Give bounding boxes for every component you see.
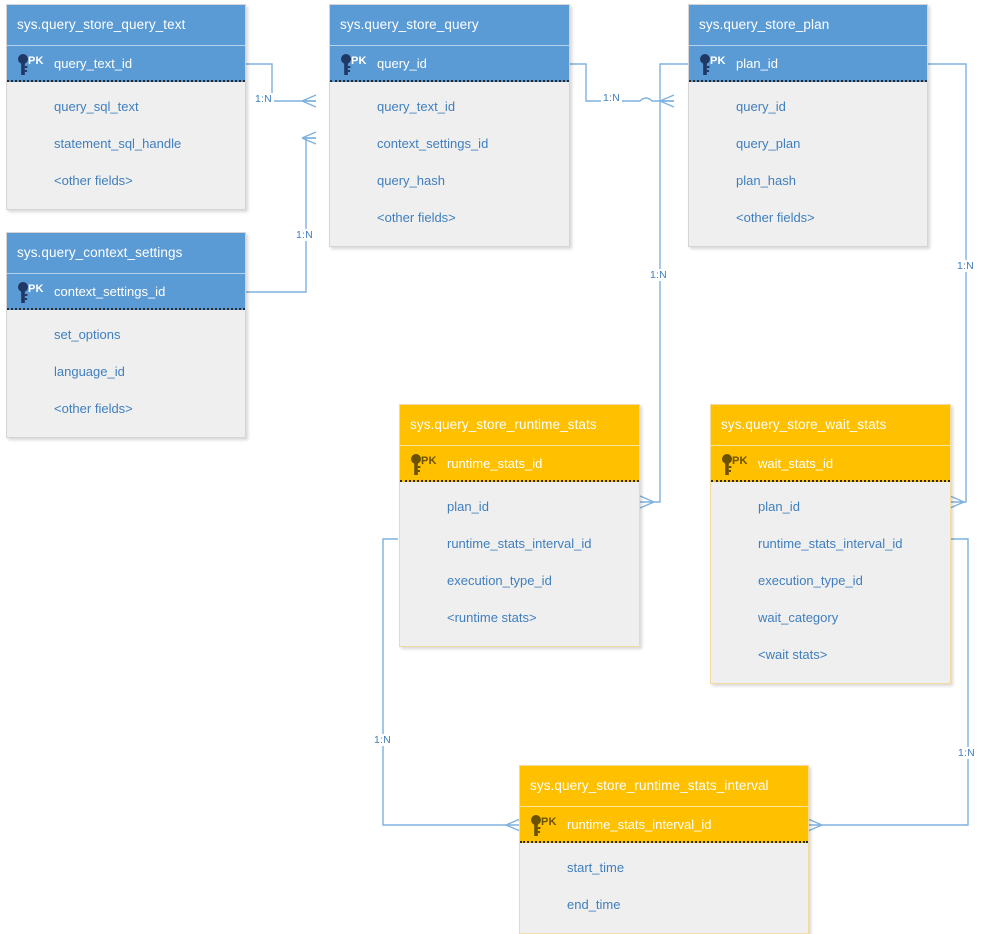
entity-title: sys.query_store_plan [689, 5, 927, 45]
entity-title: sys.query_store_runtime_stats [400, 405, 639, 445]
field-list: set_options language_id <other fields> [7, 310, 245, 437]
pk-field-name: context_settings_id [54, 284, 166, 299]
field-row: <other fields> [54, 401, 133, 416]
field-row: query_hash [377, 173, 445, 188]
field-row: context_settings_id [377, 136, 489, 151]
field-row: query_id [736, 99, 786, 114]
key-icon [411, 454, 421, 475]
field-row: <other fields> [377, 210, 456, 225]
entity-query-store-runtime-stats[interactable]: sys.query_store_runtime_stats PK runtime… [399, 404, 640, 647]
field-row: <runtime stats> [447, 610, 537, 625]
cardinality-label-plan-wait: 1:N [955, 260, 976, 272]
key-icon [722, 454, 732, 475]
field-row: query_text_id [377, 99, 456, 114]
entity-query-context-settings[interactable]: sys.query_context_settings PK context_se… [6, 232, 246, 438]
pk-field-name: plan_id [736, 56, 778, 71]
primary-key-row: PK runtime_stats_interval_id [520, 806, 808, 843]
key-icon [531, 815, 541, 836]
pk-field-name: query_text_id [54, 56, 133, 71]
entity-title: sys.query_store_wait_stats [711, 405, 950, 445]
field-row: language_id [54, 364, 125, 379]
field-row: plan_id [758, 499, 800, 514]
field-row: <other fields> [736, 210, 815, 225]
field-row: <other fields> [54, 173, 133, 188]
pk-field-name: runtime_stats_id [447, 456, 543, 471]
field-row: query_sql_text [54, 99, 139, 114]
cardinality-label-query-plan: 1:N [601, 92, 622, 104]
pk-label: PK [710, 55, 726, 67]
pk-label: PK [541, 816, 557, 828]
pk-label: PK [28, 283, 44, 295]
pk-label: PK [28, 55, 44, 67]
field-row: set_options [54, 327, 121, 342]
field-list: query_id query_plan plan_hash <other fie… [689, 82, 927, 246]
pk-label: PK [732, 455, 748, 467]
field-row: plan_hash [736, 173, 796, 188]
entity-query-store-query-text[interactable]: sys.query_store_query_text PK query_text… [6, 4, 246, 210]
cardinality-label-interval-wait: 1:N [956, 747, 977, 759]
entity-title: sys.query_context_settings [7, 233, 245, 273]
entity-query-store-wait-stats[interactable]: sys.query_store_wait_stats PK wait_stats… [710, 404, 951, 684]
primary-key-row: PK query_text_id [7, 45, 245, 82]
primary-key-row: PK plan_id [689, 45, 927, 82]
field-row: statement_sql_handle [54, 136, 182, 151]
cardinality-label-ctx-query: 1:N [294, 229, 315, 241]
primary-key-row: PK wait_stats_id [711, 445, 950, 482]
field-row: query_plan [736, 136, 801, 151]
field-row: execution_type_id [758, 573, 863, 588]
entity-title: sys.query_store_runtime_stats_interval [520, 766, 808, 806]
entity-query-store-plan[interactable]: sys.query_store_plan PK plan_id query_id… [688, 4, 928, 247]
key-icon [18, 282, 28, 303]
cardinality-label-interval-runtime: 1:N [372, 734, 393, 746]
field-list: plan_id runtime_stats_interval_id execut… [400, 482, 639, 646]
pk-field-name: runtime_stats_interval_id [567, 817, 712, 832]
field-row: wait_category [758, 610, 839, 625]
pk-label: PK [351, 55, 367, 67]
primary-key-row: PK runtime_stats_id [400, 445, 639, 482]
primary-key-row: PK context_settings_id [7, 273, 245, 310]
field-row: end_time [567, 897, 621, 912]
field-list: query_sql_text statement_sql_handle <oth… [7, 82, 245, 209]
field-row: <wait stats> [758, 647, 828, 662]
pk-field-name: wait_stats_id [758, 456, 834, 471]
field-row: runtime_stats_interval_id [447, 536, 592, 551]
cardinality-label-plan-runtime: 1:N [648, 269, 669, 281]
field-list: query_text_id context_settings_id query_… [330, 82, 569, 246]
entity-query-store-query[interactable]: sys.query_store_query PK query_id query_… [329, 4, 570, 247]
field-row: plan_id [447, 499, 489, 514]
field-list: start_time end_time [520, 843, 808, 933]
entity-title: sys.query_store_query [330, 5, 569, 45]
entity-query-store-runtime-stats-interval[interactable]: sys.query_store_runtime_stats_interval P… [519, 765, 809, 934]
pk-label: PK [421, 455, 437, 467]
pk-field-name: query_id [377, 56, 427, 71]
key-icon [341, 54, 351, 75]
entity-title: sys.query_store_query_text [7, 5, 245, 45]
field-list: plan_id runtime_stats_interval_id execut… [711, 482, 950, 683]
cardinality-label-text-query: 1:N [253, 93, 274, 105]
field-row: execution_type_id [447, 573, 552, 588]
field-row: start_time [567, 860, 625, 875]
primary-key-row: PK query_id [330, 45, 569, 82]
field-row: runtime_stats_interval_id [758, 536, 903, 551]
key-icon [18, 54, 28, 75]
key-icon [700, 54, 710, 75]
